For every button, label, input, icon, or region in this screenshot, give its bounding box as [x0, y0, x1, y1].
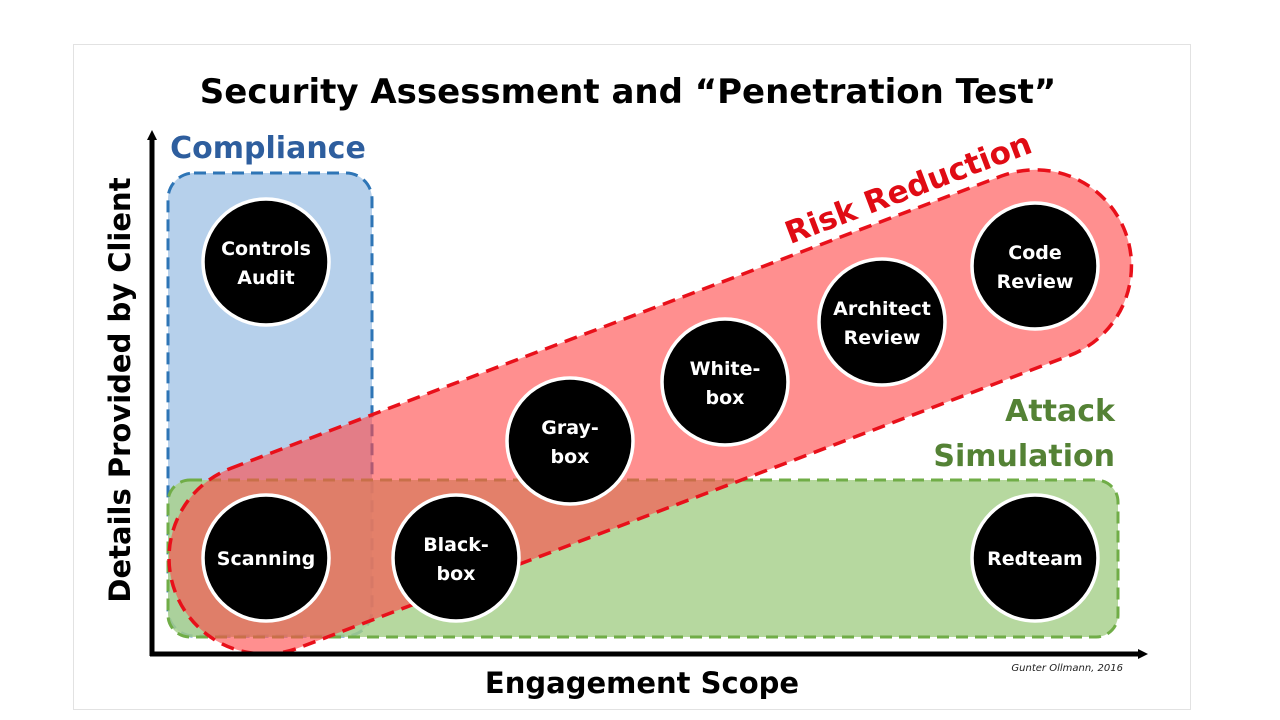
- node-label: Review: [997, 271, 1074, 293]
- credit-text: Gunter Ollmann, 2016: [1011, 663, 1123, 674]
- node-circle: [970, 493, 1100, 623]
- node-redteam: Redteam: [970, 493, 1100, 623]
- diagram-title: Security Assessment and “Penetration Tes…: [200, 72, 1056, 112]
- node-label: Redteam: [987, 548, 1083, 570]
- y-axis-label: Details Provided by Client: [103, 177, 137, 602]
- node-circle: [201, 197, 331, 327]
- node-label: box: [437, 563, 476, 585]
- node-circle: [817, 257, 947, 387]
- node-label: Gray-: [541, 417, 598, 439]
- node-label: box: [706, 387, 745, 409]
- node-black-box: Black-box: [391, 493, 521, 623]
- node-circle: [391, 493, 521, 623]
- node-label: Review: [844, 327, 921, 349]
- node-scanning: Scanning: [201, 493, 331, 623]
- attack-simulation-label-line2: Simulation: [933, 439, 1115, 474]
- compliance-label: Compliance: [170, 131, 366, 166]
- node-circle: [505, 376, 635, 506]
- node-gray-box: Gray-box: [505, 376, 635, 506]
- node-circle: [660, 317, 790, 447]
- node-label: box: [551, 446, 590, 468]
- node-label: Scanning: [217, 548, 315, 570]
- node-circle: [201, 493, 331, 623]
- node-label: Black-: [423, 534, 489, 556]
- node-label: Architect: [833, 298, 931, 320]
- node-label: White-: [690, 358, 761, 380]
- node-label: Audit: [237, 267, 294, 289]
- node-white-box: White-box: [660, 317, 790, 447]
- node-label: Code: [1008, 242, 1061, 264]
- x-axis-label: Engagement Scope: [485, 666, 799, 700]
- node-label: Controls: [221, 238, 311, 260]
- node-circle: [970, 201, 1100, 331]
- attack-simulation-label-line1: Attack: [1005, 394, 1116, 429]
